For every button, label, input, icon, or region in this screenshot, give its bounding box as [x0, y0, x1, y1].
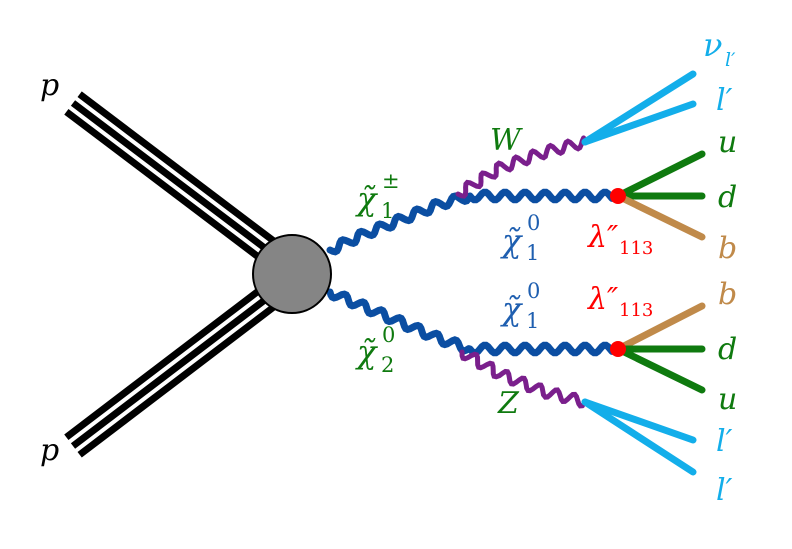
neutrino-label: ν l′	[703, 26, 736, 71]
svg-text:113: 113	[619, 238, 653, 259]
proton-strand-0	[77, 91, 279, 247]
svg-text:2: 2	[381, 353, 394, 377]
proton-top-label: p	[40, 68, 59, 103]
w-boson-propagator	[455, 135, 587, 199]
quark-b-top-label: b	[718, 231, 737, 266]
svg-text:1: 1	[526, 241, 539, 265]
svg-text:ν: ν	[703, 26, 722, 64]
svg-text:0: 0	[527, 279, 540, 303]
neutralino2-propagator	[326, 288, 473, 355]
chargino-propagator	[326, 192, 474, 256]
svg-text:χ̃: χ̃	[355, 180, 378, 218]
rpv-coupling-top-label: λ″ 113	[587, 220, 653, 259]
quark-u-top-line	[614, 150, 706, 200]
svg-text:±: ±	[382, 169, 400, 193]
neutralino1-bottom-label: χ̃ 0 1	[500, 279, 540, 333]
z-boson-label: Z	[497, 386, 520, 421]
svg-text:1: 1	[381, 199, 394, 223]
neutralino1-bottom-propagator	[466, 341, 616, 357]
proton-strand-2	[77, 301, 279, 458]
svg-text:λ″: λ″	[587, 282, 619, 317]
lepton-bottom-1-line	[581, 398, 697, 444]
production-vertex-blob	[252, 234, 332, 314]
svg-text:λ″: λ″	[587, 220, 619, 255]
quark-u-bottom-line	[614, 345, 706, 394]
proton-line-bottom	[64, 284, 279, 458]
proton-line-top	[64, 91, 279, 264]
quark-d-top-label: d	[718, 180, 737, 215]
quark-b-bottom-label: b	[718, 277, 737, 312]
proton-strand-1	[70, 100, 273, 255]
neutralino1-top-label: χ̃ 0 1	[500, 211, 540, 265]
lepton-bottom-2-label: l′	[716, 473, 733, 508]
rpv-vertex-top	[610, 188, 626, 204]
quark-u-top-label: u	[718, 125, 737, 160]
proton-bottom-label: p	[40, 433, 59, 468]
lepton-top-line	[581, 100, 697, 146]
svg-text:χ̃: χ̃	[500, 222, 523, 260]
w-boson-label: W	[490, 123, 523, 158]
chargino-label: χ̃ ± 1	[355, 169, 400, 223]
quark-b-top-line	[614, 192, 706, 241]
proton-strand-1	[70, 293, 273, 449]
quark-d-bottom-label: d	[718, 332, 737, 367]
quark-u-bottom-label: u	[718, 382, 737, 417]
lepton-top-label: l′	[716, 83, 733, 118]
proton-strand-2	[64, 108, 266, 264]
quark-b-bottom-line	[614, 302, 706, 353]
proton-strand-0	[64, 284, 266, 441]
neutralino1-top-propagator	[466, 188, 616, 204]
svg-text:χ̃: χ̃	[355, 333, 378, 371]
neutrino-line	[581, 70, 697, 146]
svg-text:l′: l′	[725, 49, 736, 71]
svg-text:0: 0	[527, 211, 540, 235]
svg-text:113: 113	[619, 300, 653, 321]
rpv-coupling-bottom-label: λ″ 113	[587, 282, 653, 321]
lepton-bottom-2-line	[581, 398, 697, 476]
lepton-bottom-1-label: l′	[716, 424, 733, 459]
rpv-vertex-bottom	[610, 341, 626, 357]
neutralino2-label: χ̃ 0 2	[355, 323, 395, 377]
svg-text:0: 0	[382, 323, 395, 347]
svg-text:χ̃: χ̃	[500, 290, 523, 328]
svg-text:1: 1	[526, 309, 539, 333]
z-boson-propagator	[459, 349, 585, 409]
